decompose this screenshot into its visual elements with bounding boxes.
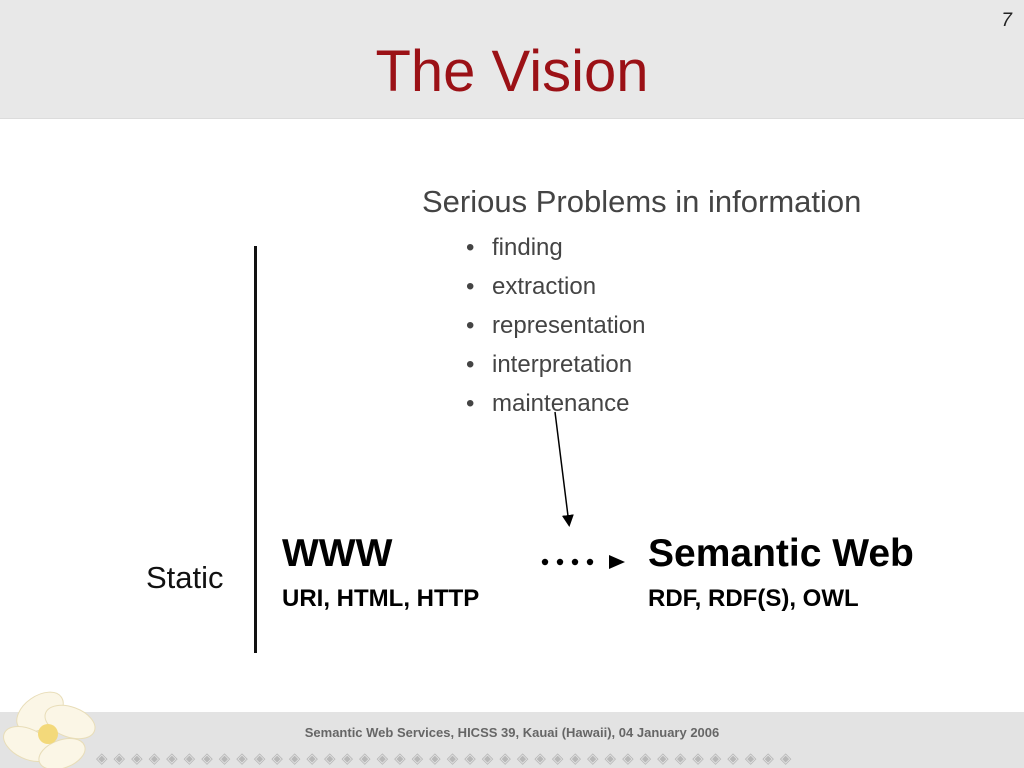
maintenance-arrow [554,411,574,527]
www-technologies: URI, HTML, HTTP [282,585,480,612]
dotted-arrow [541,555,625,569]
static-label: Static [146,560,224,595]
list-item: •finding [466,232,645,271]
bullet-icon: • [466,234,475,261]
decorative-pattern: ◈◈◈◈◈◈◈◈◈◈◈◈◈◈◈◈◈◈◈◈◈◈◈◈◈◈◈◈◈◈◈◈◈◈◈◈◈◈◈◈ [96,750,798,767]
axis-line [254,246,257,653]
problems-heading: Serious Problems in information [422,184,862,219]
footer-band [0,712,1024,768]
plumeria-flower-icon [3,691,96,768]
slide-header: 7 The Vision [0,0,1024,119]
bullet-icon: • [466,273,475,300]
semantic-web-technologies: RDF, RDF(S), OWL [648,585,859,612]
list-item: •extraction [466,271,645,310]
list-item: •interpretation [466,349,645,388]
list-item: •maintenance [466,388,645,427]
slide-number: 7 [1001,10,1012,31]
footer-text: Semantic Web Services, HICSS 39, Kauai (… [304,725,720,740]
www-title: WWW [282,532,393,575]
bullet-icon: • [466,390,475,417]
bullet-icon: • [466,312,475,339]
slide-title: The Vision [375,39,649,104]
semantic-web-title: Semantic Web [648,532,914,575]
bullet-icon: • [466,351,475,378]
problem-list: •finding •extraction •representation •in… [466,232,645,427]
list-item: •representation [466,310,645,349]
